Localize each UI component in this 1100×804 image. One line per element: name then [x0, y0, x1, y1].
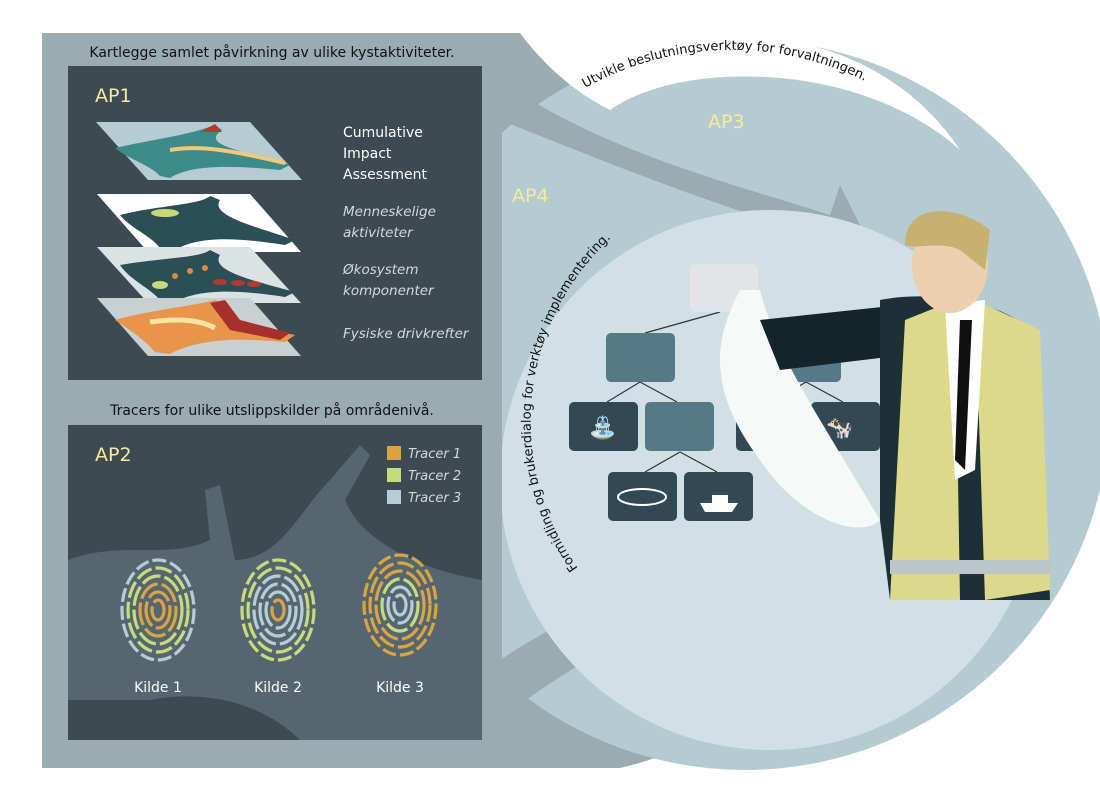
- ecosystem-label: komponenter: [343, 283, 435, 299]
- cia-label: Cumulative: [343, 125, 423, 141]
- fingerprint-ridge: [246, 566, 310, 654]
- tracer-2-label: Tracer 2: [408, 469, 461, 484]
- map-layer-physical: [97, 298, 301, 356]
- tree-node: [606, 333, 675, 382]
- layer-labels: Cumulative Impact Assessment Menneskelig…: [342, 125, 470, 342]
- fingerprint-ridge: [362, 553, 438, 657]
- fingerprint-ridge: [150, 598, 166, 622]
- cattle-icon: 🐄: [826, 416, 853, 441]
- fingerprint-ridge: [374, 569, 426, 641]
- tracer-3-swatch: [387, 490, 401, 504]
- tracer-3-label: Tracer 3: [408, 491, 461, 506]
- fingerprint-ridge: [138, 582, 178, 638]
- hair: [905, 211, 990, 270]
- fingerprint-ridge: [264, 590, 292, 630]
- fingerprint-ridge: [368, 561, 432, 649]
- fingerprint-3: [362, 553, 438, 657]
- fingerprint-1: [120, 558, 196, 662]
- fingerprint-ridge: [120, 558, 196, 662]
- fingerprint-ridge: [252, 574, 304, 646]
- ecosystem-label: Økosystem: [342, 262, 419, 278]
- ap3-label: AP3: [708, 111, 745, 133]
- fingerprints: [120, 553, 438, 662]
- tracer-1-swatch: [387, 446, 401, 460]
- ap4-label: AP4: [512, 185, 549, 207]
- cia-label: Impact: [343, 146, 392, 162]
- physical-label: Fysiske drivkrefter: [343, 326, 470, 342]
- tracer-legend: Tracer 1 Tracer 2 Tracer 3: [387, 446, 461, 506]
- fingerprint-ridge: [392, 593, 408, 617]
- source-2-label: Kilde 2: [254, 680, 302, 696]
- fingerprint-ridge: [380, 577, 420, 633]
- fingerprint-ridge: [132, 574, 184, 646]
- map-layer-human: [97, 194, 301, 252]
- ap1-heading: Kartlegge samlet påvirkning av ulike kys…: [89, 44, 454, 61]
- tie: [955, 320, 972, 470]
- ap2-label: AP2: [95, 444, 132, 466]
- paper-scroll: [720, 290, 880, 528]
- source-1-label: Kilde 1: [134, 680, 182, 696]
- tree-node: [645, 402, 714, 451]
- person-illustration: [720, 211, 1050, 600]
- fishing-boat-icon: [700, 495, 738, 512]
- human-label: aktiviteter: [343, 225, 414, 241]
- source-3-label: Kilde 3: [376, 680, 424, 696]
- tracer-1-label: Tracer 1: [408, 447, 461, 462]
- wave: [520, 30, 960, 151]
- map-layer-ecosystem: [97, 247, 301, 303]
- cia-label: Assessment: [343, 167, 427, 183]
- fingerprint-ridge: [240, 558, 316, 662]
- ap1-label: AP1: [95, 85, 132, 107]
- fingerprint-ridge: [126, 566, 190, 654]
- fingerprint-ridge: [144, 590, 172, 630]
- fingerprint-2: [240, 558, 316, 662]
- sewage-node: [569, 402, 638, 451]
- sewage-pipe-icon: ⛲: [589, 415, 616, 441]
- ap2-heading: Tracers for ulike utslippskilder på områ…: [109, 402, 434, 419]
- arm: [760, 305, 905, 370]
- fish-farm-node: [608, 472, 677, 521]
- tracer-2-swatch: [387, 468, 401, 482]
- human-label: Menneskelige: [343, 204, 436, 220]
- fingerprint-ridge: [258, 582, 298, 638]
- fingerprint-ridge: [270, 598, 286, 622]
- fish-farm-icon: [617, 488, 667, 506]
- fingerprint-ridge: [386, 585, 414, 625]
- vest: [890, 300, 960, 600]
- map-layer-cia: [96, 122, 302, 180]
